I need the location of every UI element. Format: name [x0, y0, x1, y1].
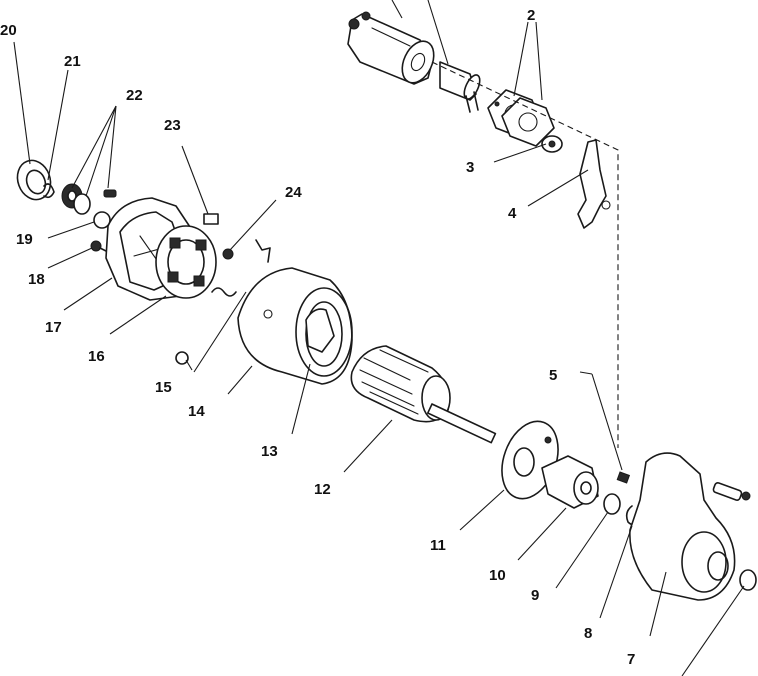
label-part-4: 4 — [508, 205, 517, 222]
part-23-brush — [203, 213, 219, 225]
part-12-armature — [350, 345, 497, 444]
part-14-yoke — [237, 267, 353, 385]
label-part-19: 19 — [16, 231, 33, 248]
label-part-10: 10 — [489, 567, 506, 584]
solenoid-switch — [347, 11, 435, 85]
label-part-9: 9 — [531, 587, 539, 604]
label-part-15: 15 — [155, 379, 172, 396]
part-22-washers — [61, 183, 117, 215]
label-part-12: 12 — [314, 481, 331, 498]
label-part-16: 16 — [88, 348, 105, 365]
label-part-3: 3 — [466, 159, 474, 176]
part-16-brush-holder — [155, 225, 217, 299]
label-part-23: 23 — [164, 117, 181, 134]
label-part-20: 20 — [0, 22, 17, 39]
solenoid-plunger — [439, 61, 481, 113]
part-4-shift-lever — [577, 139, 611, 229]
part-18-screw — [90, 240, 109, 253]
label-part-8: 8 — [584, 625, 592, 642]
part-6-bushing — [739, 569, 757, 591]
label-part-21: 21 — [64, 53, 81, 70]
label-part-13: 13 — [261, 443, 278, 460]
label-part-24: 24 — [285, 184, 302, 201]
part-3-spring-cap — [541, 135, 563, 153]
plate-2b — [501, 97, 555, 147]
part-21-clip — [43, 183, 55, 199]
part-13-pole — [305, 308, 335, 353]
label-part-17: 17 — [45, 319, 62, 336]
leader-lines — [13, 0, 745, 676]
part-24-bolt — [222, 248, 234, 260]
part-7-drive-housing — [629, 452, 751, 601]
label-part-14: 14 — [188, 403, 205, 420]
part-10-pinion — [541, 455, 599, 509]
label-part-2: 2 — [527, 7, 535, 24]
part-20-cap — [16, 159, 52, 201]
label-part-7: 7 — [627, 651, 635, 668]
label-part-11: 11 — [430, 537, 446, 554]
part-15-springs — [175, 239, 271, 365]
label-part-22: 22 — [126, 87, 143, 104]
part-5-key — [616, 471, 631, 484]
part-9-collar — [603, 493, 621, 515]
part-19-bushing — [93, 211, 111, 229]
label-part-5: 5 — [549, 367, 557, 384]
label-part-18: 18 — [28, 271, 45, 288]
